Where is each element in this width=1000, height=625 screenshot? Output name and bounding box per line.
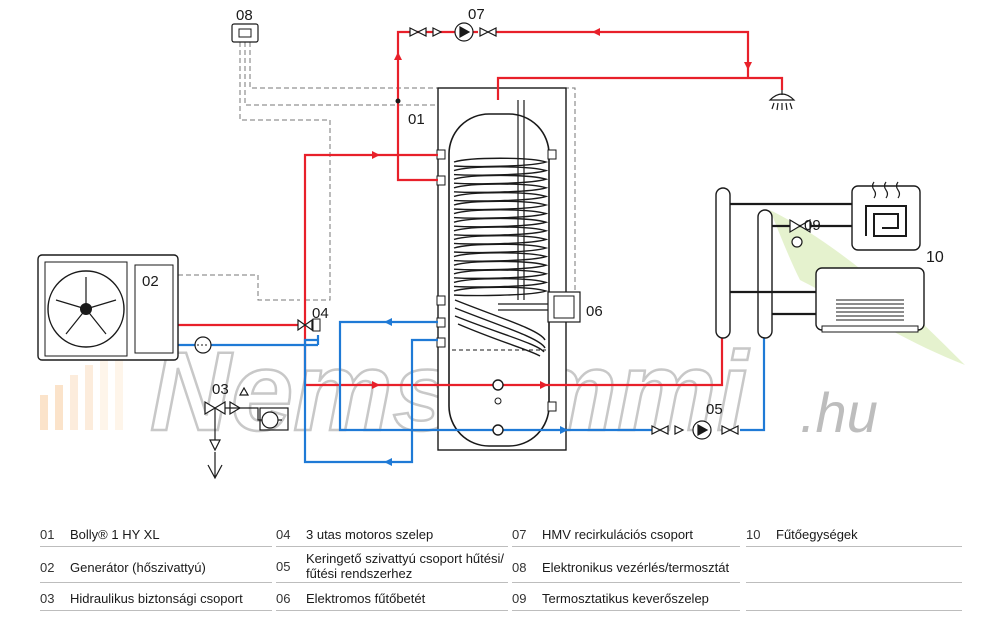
label-04: 04: [312, 305, 329, 322]
floor-heating-unit: [851, 181, 921, 251]
legend-text: Hidraulikus biztonsági csoport: [70, 590, 243, 606]
legend-row-06: 06 Elektromos fűtőbetét: [276, 586, 508, 611]
label-06: 06: [586, 303, 603, 320]
legend-text: Elektronikus vezérlés/termosztát: [542, 559, 730, 575]
safety-group-03: [204, 386, 289, 480]
three-way-valve-04: [297, 318, 321, 332]
thermostat-08: [231, 23, 259, 43]
coil-turn: [453, 277, 549, 288]
watermark-stripes: [40, 348, 123, 430]
coil-turn: [453, 234, 549, 245]
heat-pump-02: [37, 254, 179, 361]
legend-num: 06: [276, 590, 291, 606]
coil-turn: [453, 226, 549, 237]
legend-text: Generátor (hőszivattyú): [70, 559, 206, 575]
control-wiring: [178, 42, 576, 301]
legend-row-05: 05 Keringető szivattyú csoport hűtési/ f…: [276, 550, 508, 583]
coil-turn: [453, 252, 549, 262]
junction-dots: [395, 98, 504, 436]
legend-row-02: 02 Generátor (hőszivattyú): [40, 552, 272, 583]
watermark-tld: .hu: [800, 381, 878, 444]
coil-turn: [453, 269, 549, 280]
coil-turn: [453, 157, 549, 168]
legend-row-empty-2: [746, 586, 962, 611]
label-03: 03: [212, 381, 229, 398]
coil-turn: [453, 286, 549, 297]
legend-num: 07: [512, 526, 527, 542]
coil-lower: [454, 299, 546, 357]
label-08: 08: [236, 7, 253, 24]
legend-num: 02: [40, 559, 55, 575]
legend-num: 04: [276, 526, 291, 542]
legend-text: Termosztatikus keverőszelep: [542, 590, 709, 606]
legend-row-10: 10 Fűtőegységek: [746, 522, 962, 547]
legend-row-03: 03 Hidraulikus biztonsági csoport: [40, 586, 272, 611]
legend-row-07: 07 HMV recirkulációs csoport: [512, 522, 740, 547]
coil-turn: [453, 174, 549, 185]
legend-text: Bolly® 1 HY XL: [70, 526, 160, 542]
coil-upper: [453, 157, 549, 297]
label-07: 07: [468, 6, 485, 23]
coil-turn: [453, 200, 549, 211]
coil-turn: [453, 243, 549, 254]
label-02: 02: [142, 273, 159, 290]
legend-num: 01: [40, 526, 55, 542]
distribution-pipes: [730, 202, 852, 316]
hot-arrows: [372, 28, 752, 389]
coil-turn: [453, 191, 549, 202]
coil-turn: [453, 183, 549, 194]
legend-row-08: 08 Elektronikus vezérlés/termosztát: [512, 552, 740, 583]
recirculation-group-07: [409, 22, 497, 42]
electric-heater-06: [498, 291, 581, 323]
legend-text: 3 utas motoros szelep: [306, 526, 434, 542]
legend-row-09: 09 Termosztatikus keverőszelep: [512, 586, 740, 611]
pump-group-05: [651, 420, 739, 440]
legend-row-04: 04 3 utas motoros szelep: [276, 522, 508, 547]
legend-row-empty-1: [746, 552, 962, 583]
hydraulic-diagram: Nemsemmi .hu: [37, 6, 965, 480]
cold-pipes: [178, 320, 766, 464]
label-09: 09: [804, 217, 821, 234]
legend-num: 10: [746, 526, 761, 542]
mixing-valve-09: [789, 218, 811, 248]
coil-turn: [453, 209, 549, 219]
coil-turn: [453, 217, 549, 228]
label-05: 05: [706, 401, 723, 418]
legend-table: 01 Bolly® 1 HY XL 02 Generátor (hőszivat…: [0, 520, 1000, 620]
label-01: 01: [408, 111, 425, 128]
legend-text: Fűtőegységek: [776, 526, 858, 542]
shower-outlet: [768, 90, 796, 111]
legend-num: 08: [512, 559, 527, 575]
label-10: 10: [926, 249, 944, 266]
legend-num: 05: [276, 558, 291, 574]
legend-text: Keringető szivattyú csoport hűtési/ fűté…: [306, 551, 504, 581]
coil-turn: [453, 260, 549, 271]
coil-turn: [453, 166, 549, 176]
pressure-gauge: [194, 336, 212, 354]
hydraulic-collectors: [715, 187, 773, 339]
legend-text: HMV recirkulációs csoport: [542, 526, 693, 542]
legend-row-01: 01 Bolly® 1 HY XL: [40, 522, 272, 547]
cold-arrows: [384, 318, 568, 466]
legend-text: Elektromos fűtőbetét: [306, 590, 426, 606]
legend-num: 09: [512, 590, 527, 606]
legend-num: 03: [40, 590, 55, 606]
fan-coil-unit: [815, 267, 925, 333]
